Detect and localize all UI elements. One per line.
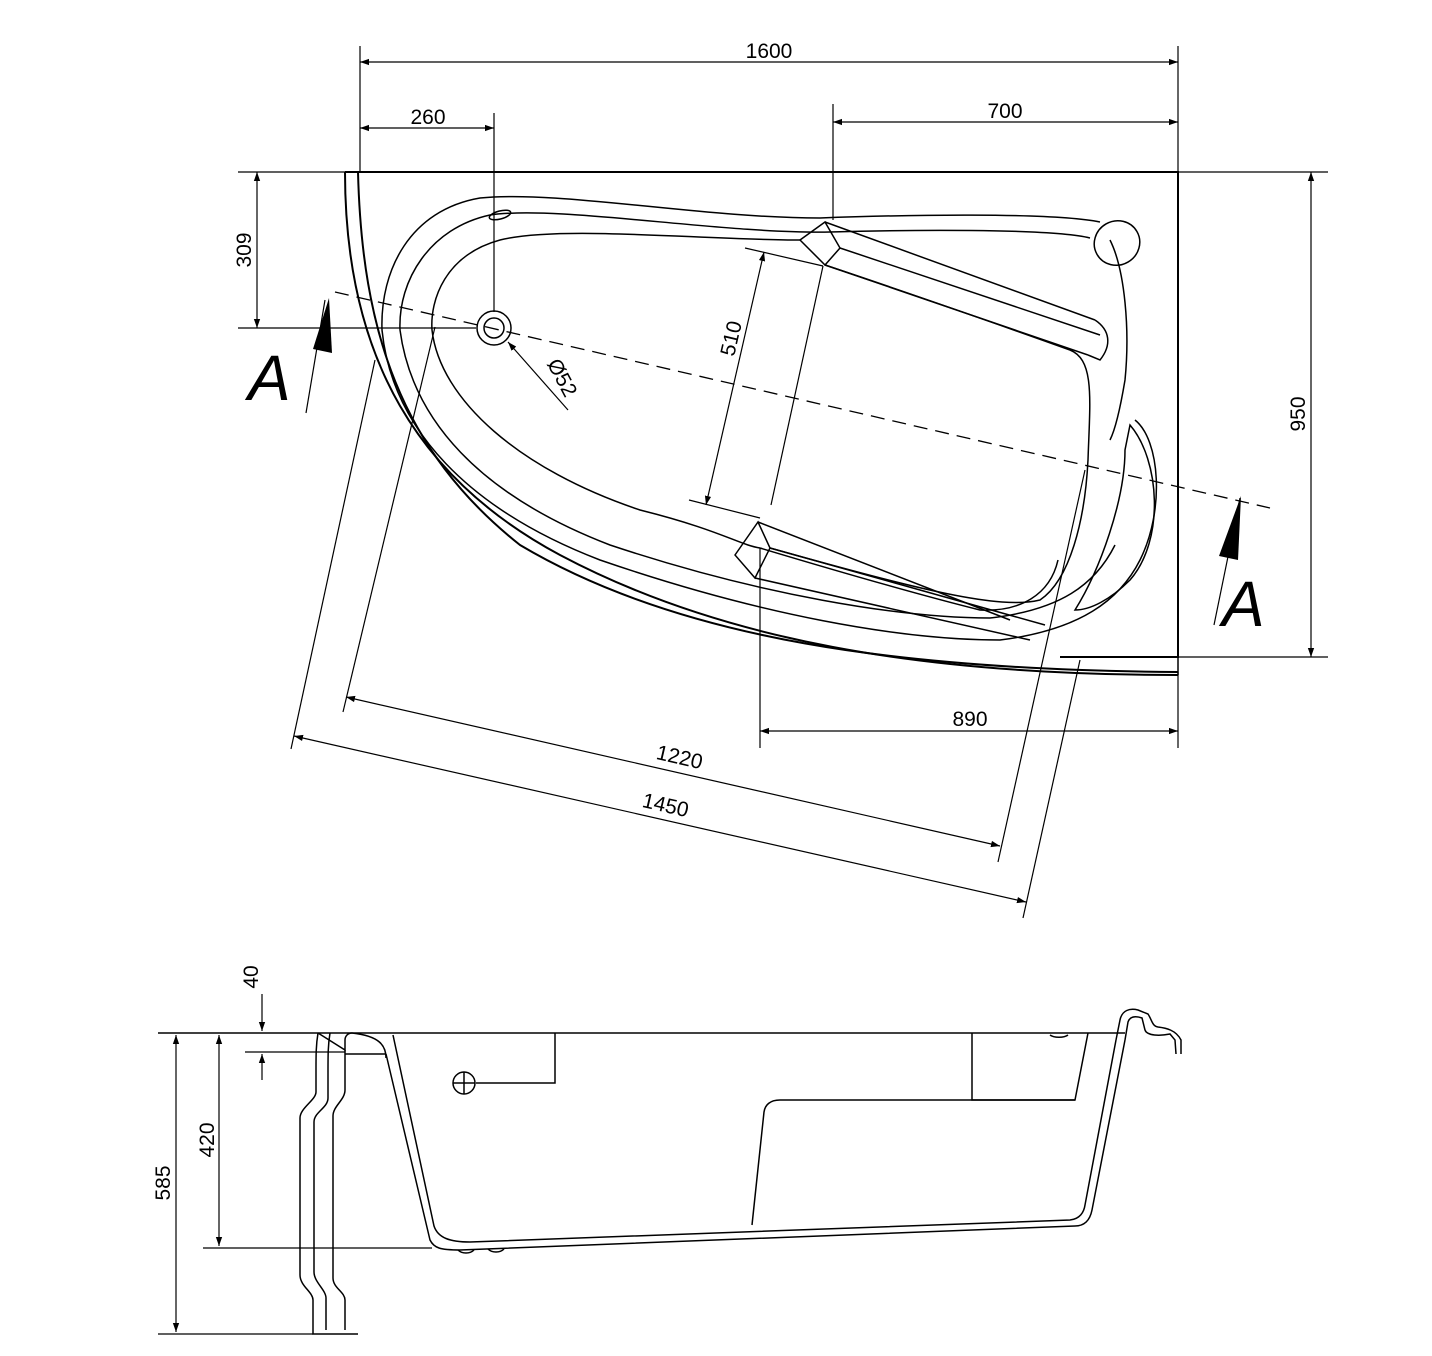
section-arrow-left: [313, 298, 332, 353]
dim-label-420: 420: [196, 1122, 219, 1157]
tub-rim-outline: [381, 195, 1158, 641]
dim-label-510: 510: [717, 319, 747, 358]
dim-label-700: 700: [987, 100, 1022, 123]
dim-label-950: 950: [1287, 396, 1310, 431]
dim-label-260: 260: [410, 106, 445, 129]
seat-band-upper: [798, 220, 841, 267]
section-marker-right: A: [1213, 496, 1265, 640]
section-right-rim: [1124, 1016, 1177, 1055]
dim-line-1220: [345, 695, 1001, 848]
top-dimensions: 1600 260 700 309 950 510 Ø52 890: [233, 40, 1328, 919]
armrest-bulge: [1073, 423, 1156, 611]
section-tub-shell: [385, 1039, 1126, 1251]
section-seat-step: [971, 1032, 1089, 1101]
top-view: [334, 171, 1271, 676]
overflow-slot: [488, 209, 512, 221]
tub-basin-outline: [1109, 239, 1128, 441]
dim-line-510: [704, 251, 766, 506]
tub-outer-frame: [358, 171, 1179, 658]
section-view: 40 420 585: [152, 965, 1182, 1335]
section-marker-left: A: [244, 298, 332, 414]
dim-label-1600: 1600: [746, 40, 793, 63]
dim-label-diameter: Ø52: [542, 355, 581, 401]
drain-inner: [483, 317, 505, 339]
dim-label-309: 309: [233, 232, 256, 267]
dim-label-40: 40: [240, 965, 263, 988]
tub-left-wall: [345, 171, 1179, 673]
dim-label-1450: 1450: [640, 789, 691, 822]
dim-label-585: 585: [152, 1165, 175, 1200]
dim-line-1450: [293, 734, 1027, 904]
dim-label-890: 890: [952, 708, 987, 731]
dim-line-diameter: [507, 341, 569, 411]
faucet-circle: [1093, 219, 1141, 267]
section-label-left: A: [244, 342, 291, 414]
section-arrow-right: [1219, 496, 1241, 560]
drain-outer: [476, 310, 512, 346]
support-leg: [299, 1032, 358, 1335]
section-label-right: A: [1218, 568, 1265, 640]
section-line-aa: [334, 291, 1271, 509]
